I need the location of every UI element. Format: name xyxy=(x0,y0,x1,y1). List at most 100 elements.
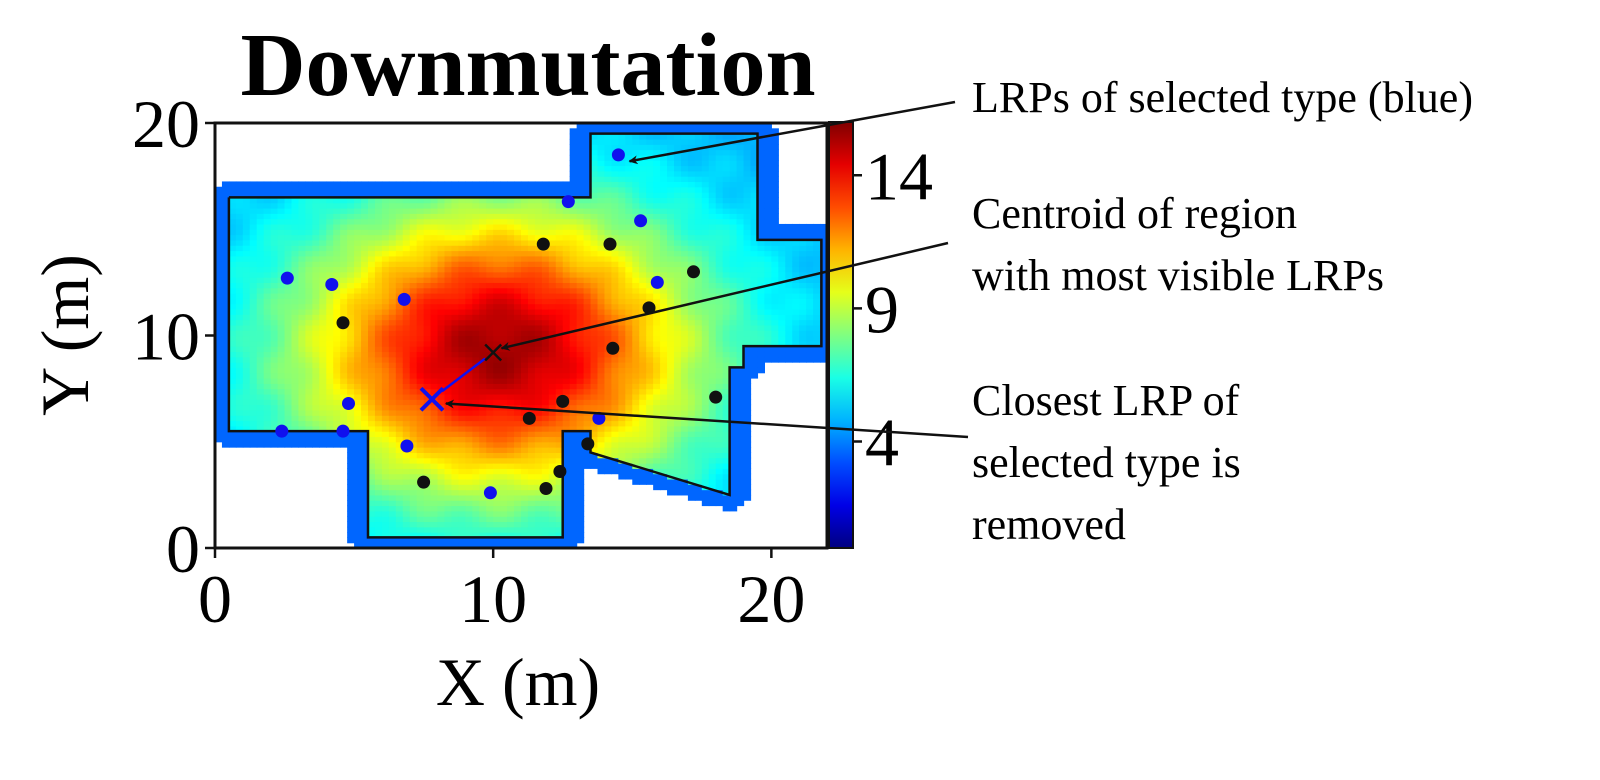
heatmap-cell xyxy=(423,521,432,528)
heatmap-cell xyxy=(374,415,383,422)
heatmap-cell xyxy=(493,186,501,193)
heatmap-cell xyxy=(270,420,279,427)
heatmap-cell xyxy=(374,425,383,432)
heatmap-cell xyxy=(374,457,383,464)
heatmap-cell xyxy=(437,532,446,538)
heatmap-cell xyxy=(465,330,473,337)
heatmap-cell xyxy=(597,287,606,294)
heatmap-cell xyxy=(402,452,411,459)
heatmap-cell xyxy=(361,346,369,353)
heatmap-cell xyxy=(680,298,689,305)
heatmap-cell xyxy=(444,372,453,379)
heatmap-cell xyxy=(667,208,675,214)
heatmap-cell xyxy=(687,277,696,283)
heatmap-cell xyxy=(611,463,619,469)
heatmap-cell xyxy=(555,271,564,278)
heatmap-cell xyxy=(235,383,244,390)
heatmap-cell xyxy=(340,436,348,443)
heatmap-cell xyxy=(270,239,279,246)
heatmap-cell xyxy=(361,335,369,342)
heatmap-cell xyxy=(465,489,473,496)
heatmap-cell xyxy=(458,516,466,523)
heatmap-cell xyxy=(381,234,390,241)
heatmap-cell xyxy=(500,436,508,443)
heatmap-cell xyxy=(500,298,508,305)
heatmap-cell xyxy=(715,478,724,485)
heatmap-cell xyxy=(639,441,647,448)
heatmap-cell xyxy=(541,516,550,523)
heatmap-cell xyxy=(541,314,550,321)
heatmap-cell xyxy=(694,245,703,252)
heatmap-cell xyxy=(722,505,731,512)
heatmap-cell xyxy=(465,441,473,448)
heatmap-cell xyxy=(374,468,383,475)
heatmap-cell xyxy=(646,293,654,299)
heatmap-cell xyxy=(486,457,494,464)
heatmap-cell xyxy=(625,229,633,236)
heatmap-cell xyxy=(402,463,411,469)
heatmap-cell xyxy=(743,197,752,204)
heatmap-cell xyxy=(604,324,612,331)
heatmap-cell xyxy=(680,208,689,214)
heatmap-cell xyxy=(486,441,494,448)
heatmap-cell xyxy=(555,298,564,305)
heatmap-cell xyxy=(521,229,529,236)
heatmap-cell xyxy=(521,218,529,225)
heatmap-cell xyxy=(597,154,606,161)
heatmap-cell xyxy=(235,367,244,374)
heatmap-cell xyxy=(354,415,362,422)
heatmap-cell xyxy=(228,372,237,379)
heatmap-cell xyxy=(541,436,550,443)
heatmap-cell xyxy=(479,324,487,331)
heatmap-cell xyxy=(625,303,633,310)
heatmap-cell xyxy=(555,383,564,390)
heatmap-cell xyxy=(701,335,710,342)
heatmap-cell xyxy=(722,223,731,230)
heatmap-cell xyxy=(381,494,390,501)
heatmap-cell xyxy=(576,287,585,294)
heatmap-cell xyxy=(625,319,633,326)
heatmap-cell xyxy=(521,372,529,379)
heatmap-cell xyxy=(402,521,411,528)
heatmap-cell xyxy=(694,223,703,230)
heatmap-cell xyxy=(729,346,738,353)
heatmap-cell xyxy=(569,165,578,172)
heatmap-cell xyxy=(242,293,251,299)
heatmap-cell xyxy=(215,293,223,299)
heatmap-cell xyxy=(653,330,661,337)
heatmap-cell xyxy=(305,388,313,395)
heatmap-cell xyxy=(632,186,640,193)
heatmap-cell xyxy=(625,367,633,374)
heatmap-cell xyxy=(541,441,550,448)
heatmap-cell xyxy=(729,319,738,326)
heatmap-cell xyxy=(729,170,738,177)
heatmap-cell xyxy=(639,420,647,427)
heatmap-cell xyxy=(667,181,675,188)
heatmap-cell xyxy=(472,223,480,230)
heatmap-cell xyxy=(694,468,703,475)
heatmap-cell xyxy=(451,362,459,368)
heatmap-cell xyxy=(423,186,432,193)
heatmap-cell xyxy=(562,261,571,268)
heatmap-cell xyxy=(333,335,341,342)
heatmap-cell xyxy=(388,452,397,459)
heatmap-cell xyxy=(437,287,446,294)
heatmap-cell xyxy=(388,494,397,501)
heatmap-cell xyxy=(465,340,473,347)
heatmap-cell xyxy=(576,197,585,204)
heatmap-cell xyxy=(639,186,647,193)
heatmap-cell xyxy=(562,489,571,496)
heatmap-cell xyxy=(381,266,390,273)
heatmap-cell xyxy=(632,457,640,464)
heatmap-cell xyxy=(618,293,626,299)
heatmap-cell xyxy=(583,362,592,368)
heatmap-cell xyxy=(687,362,696,368)
heatmap-cell xyxy=(632,261,640,268)
heatmap-cell xyxy=(674,356,682,363)
heatmap-cell xyxy=(548,298,557,305)
heatmap-cell xyxy=(409,293,418,299)
heatmap-cell xyxy=(249,367,258,374)
heatmap-cell xyxy=(381,399,390,406)
heatmap-cell xyxy=(409,287,418,294)
heatmap-cell xyxy=(667,383,675,390)
